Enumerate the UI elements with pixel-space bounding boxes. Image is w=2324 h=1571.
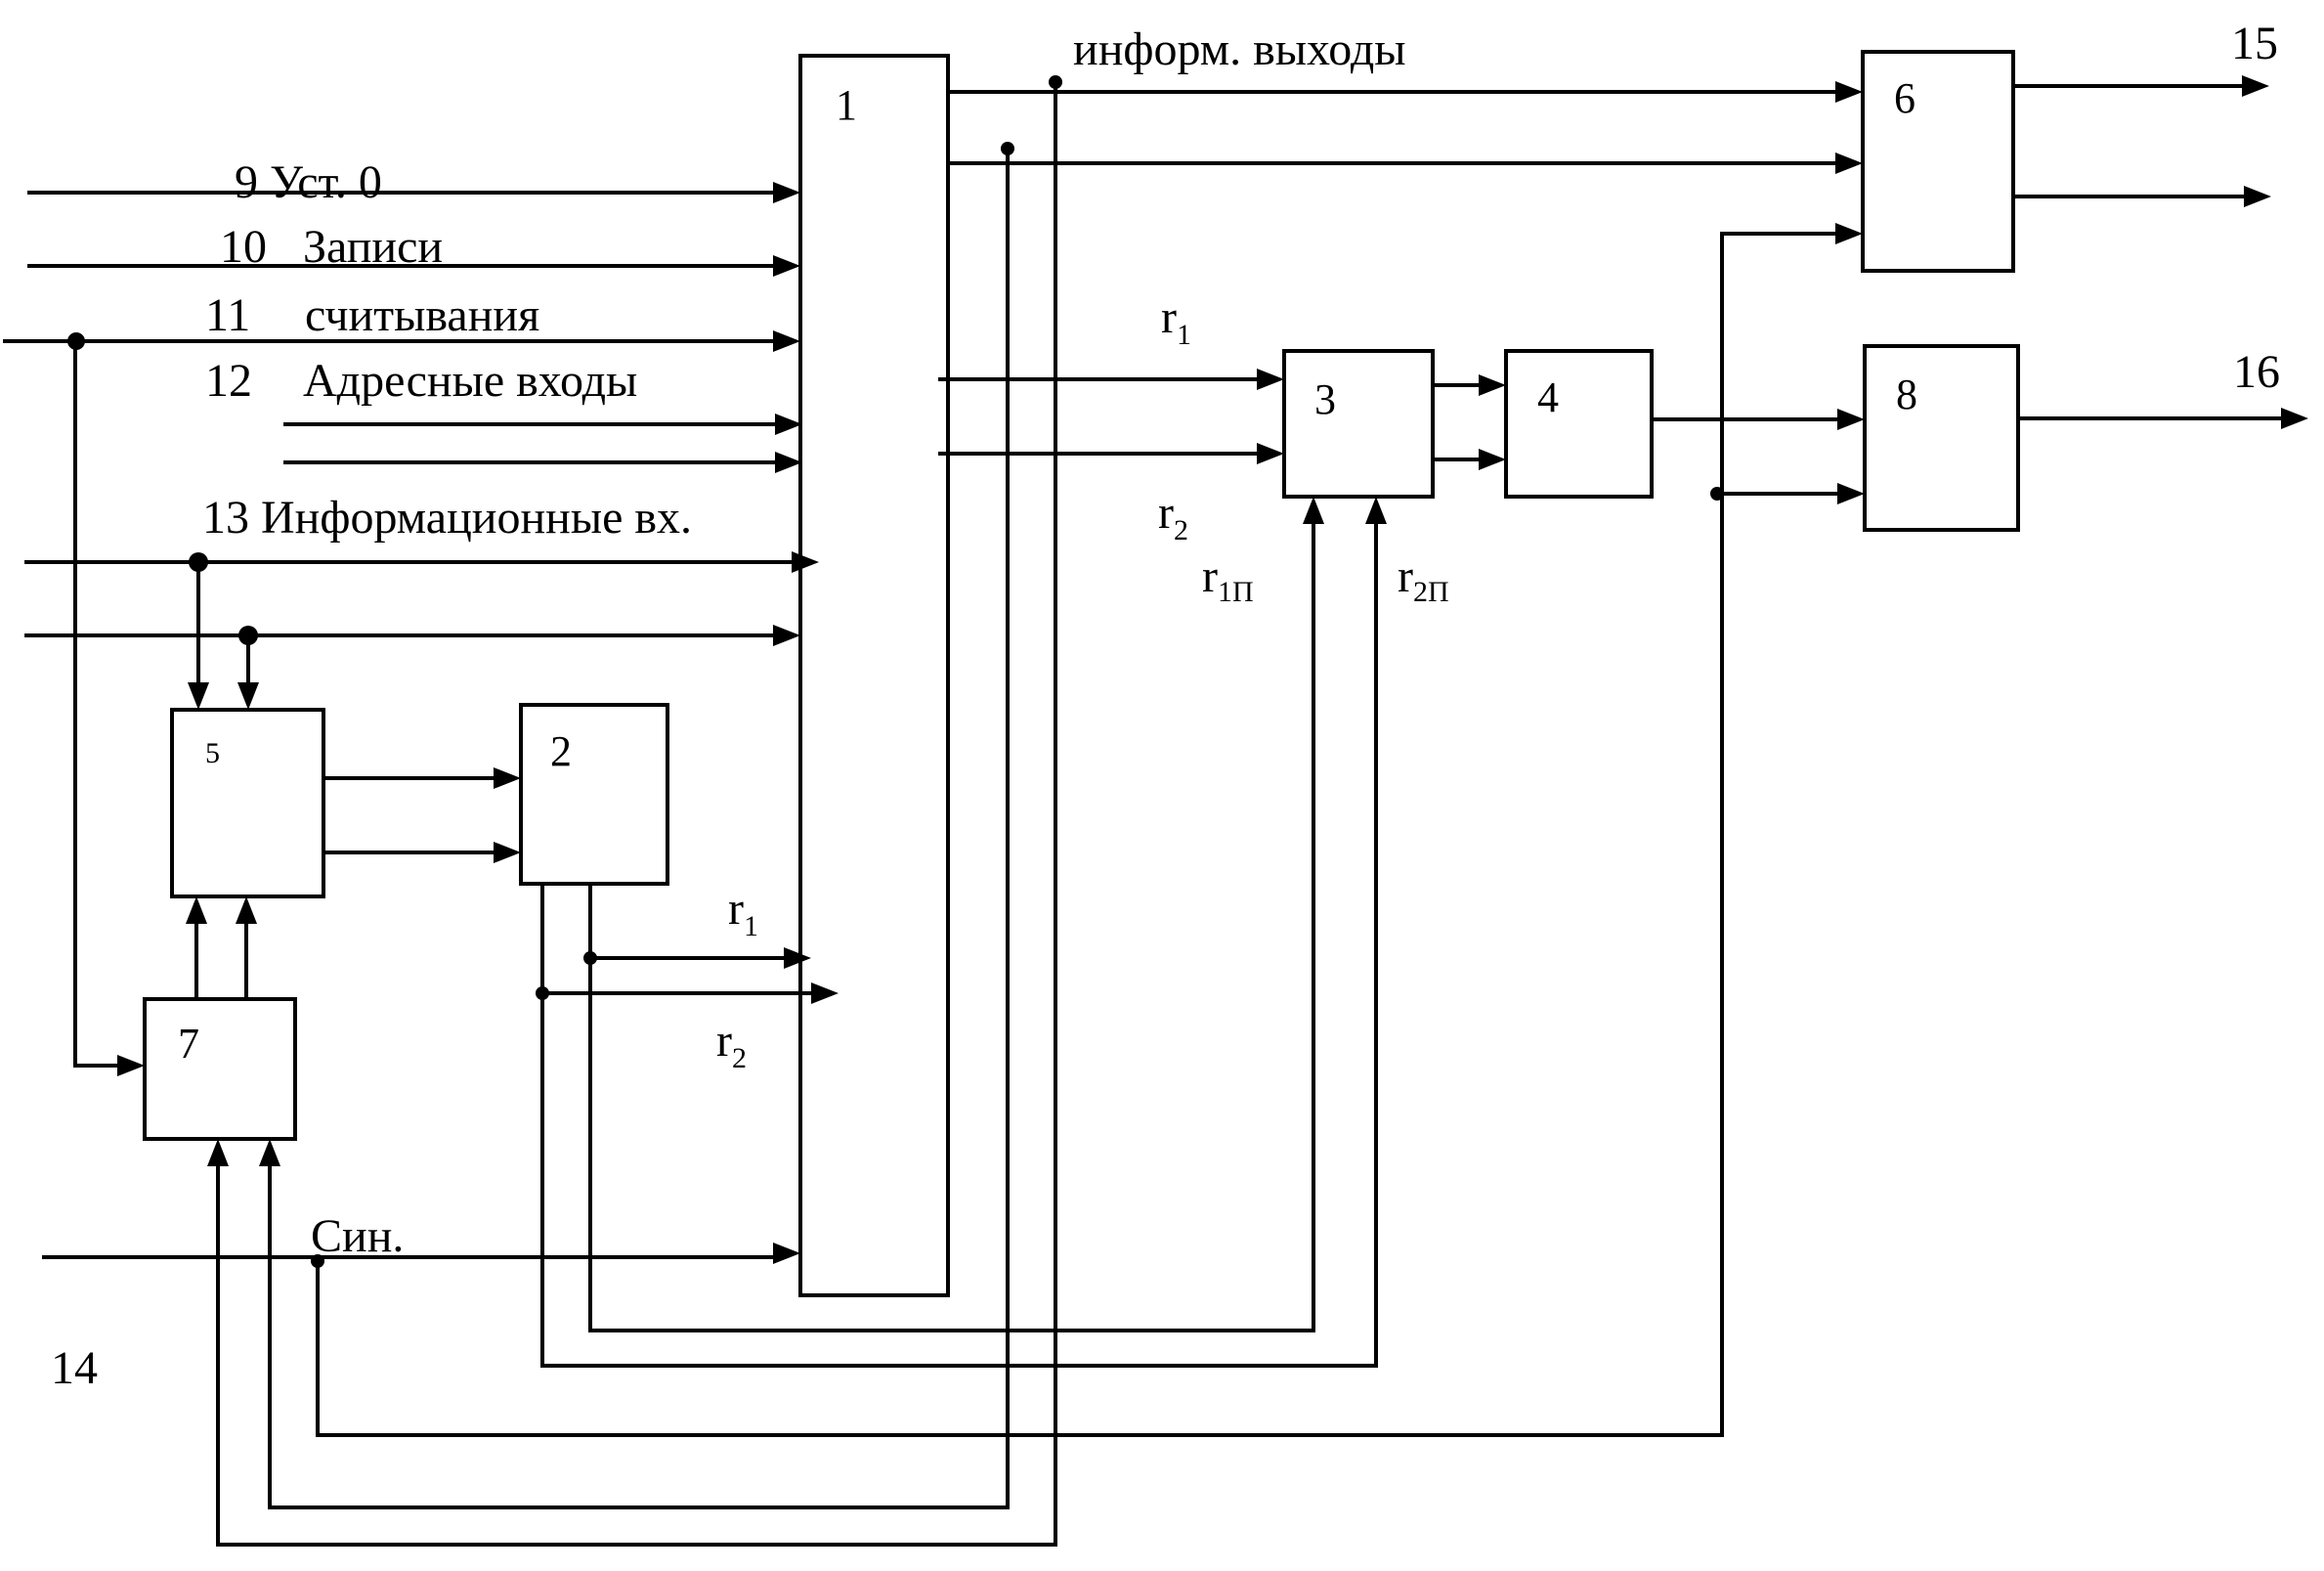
arrowhead-icon [1837, 483, 1865, 504]
arrowhead-icon [2244, 186, 2271, 207]
label-address-num: 12 [205, 355, 252, 407]
junction-info-2 [238, 626, 258, 645]
label-read: считывания [305, 289, 539, 341]
junction-out-1 [1049, 75, 1062, 89]
arrowhead-icon [1835, 153, 1863, 174]
wire-read-to-7 [75, 341, 125, 1066]
arrowhead-icon [1835, 223, 1863, 244]
arrowhead-icon [1837, 409, 1865, 430]
arrowhead-icon [773, 255, 800, 277]
arrowhead-icon [117, 1055, 145, 1076]
block-4-label: 4 [1537, 373, 1559, 421]
block-2-label: 2 [550, 727, 572, 775]
junction-out-2 [1001, 142, 1014, 155]
arrowhead-icon [773, 1243, 800, 1264]
arrowhead-icon [773, 330, 800, 352]
arrowhead-icon [775, 414, 802, 435]
junction-read [67, 332, 85, 350]
block-6-label: 6 [1894, 74, 1915, 122]
block-1-label: 1 [836, 81, 857, 129]
label-out-16: 16 [2233, 346, 2280, 398]
label-write: Записи [303, 221, 443, 273]
block-1 [800, 56, 948, 1295]
block-5-label: 5 [205, 737, 220, 769]
arrowhead-icon [1257, 369, 1284, 390]
label-info-in: 13 Информационные вх. [202, 492, 692, 544]
wire-r1-loop [590, 516, 1313, 1331]
block-8 [1865, 346, 2018, 530]
block-2 [521, 705, 667, 884]
arrowhead-icon [773, 625, 800, 646]
label-sync-num: 14 [51, 1342, 98, 1394]
junction-info-1 [189, 552, 208, 572]
label-r2-bottom: r2 [716, 1015, 747, 1074]
block-4 [1506, 351, 1652, 497]
arrowhead-icon [775, 452, 802, 473]
junction-r2 [536, 986, 549, 1000]
arrowhead-icon [207, 1139, 229, 1166]
block-7-label: 7 [178, 1020, 199, 1068]
label-out-15: 15 [2231, 18, 2278, 69]
arrowhead-icon [494, 842, 521, 863]
arrowhead-icon [1303, 497, 1324, 524]
arrowhead-icon [188, 682, 209, 710]
label-sync: Син. [311, 1210, 404, 1262]
arrowhead-icon [259, 1139, 280, 1166]
wire-r2-loop [542, 516, 1376, 1366]
arrowhead-icon [186, 896, 207, 924]
label-read-num: 11 [205, 289, 250, 341]
block-5 [172, 710, 323, 896]
label-r2-top: r2 [1158, 487, 1188, 546]
block-6 [1863, 52, 2013, 271]
block-3 [1284, 351, 1433, 497]
label-r1-bottom: r1 [728, 883, 758, 942]
arrowhead-icon [236, 896, 257, 924]
arrowhead-icon [773, 182, 800, 203]
arrowhead-icon [1257, 443, 1284, 464]
block-8-label: 8 [1896, 371, 1917, 418]
arrowhead-icon [2242, 75, 2269, 97]
label-r1p: r1П [1202, 550, 1254, 608]
label-reset: 9 Уст. 0 [235, 156, 382, 208]
label-address: Адресные входы [303, 355, 637, 407]
arrowhead-icon [1365, 497, 1387, 524]
arrowhead-icon [1835, 81, 1863, 103]
junction-r1 [583, 951, 597, 965]
block-7 [145, 999, 295, 1139]
arrowhead-icon [494, 767, 521, 789]
label-write-num: 10 [220, 221, 267, 273]
arrowhead-icon [237, 682, 259, 710]
label-info-out: информ. выходы [1073, 23, 1406, 75]
junction-sync-8 [1710, 487, 1724, 501]
arrowhead-icon [1479, 449, 1506, 470]
arrowhead-icon [2281, 408, 2308, 429]
label-r1-top: r1 [1161, 291, 1191, 351]
arrowhead-icon [1479, 374, 1506, 396]
label-r2p: r2П [1398, 550, 1449, 608]
block-3-label: 3 [1314, 375, 1336, 423]
